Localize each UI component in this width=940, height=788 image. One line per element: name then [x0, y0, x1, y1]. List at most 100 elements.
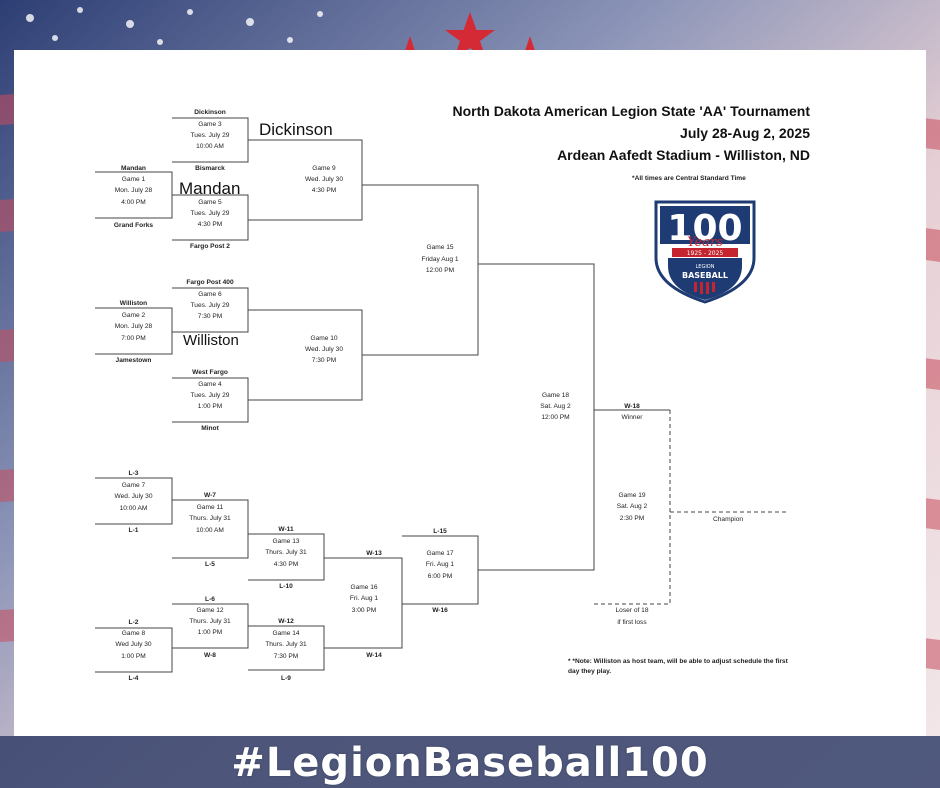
game18-date: Sat. Aug 2: [540, 403, 571, 410]
if-first-loss-label: if first loss: [617, 619, 647, 626]
game17-bottom-team: W-16: [432, 607, 448, 614]
game1-top-team: Mandan: [121, 165, 146, 172]
game1-time: 4:00 PM: [121, 199, 146, 206]
game16-time: 3:00 PM: [351, 607, 377, 614]
game18-name: Game 18: [541, 392, 570, 399]
game6-date: Tues. July 29: [190, 302, 230, 309]
game4-date: Tues. July 29: [190, 392, 230, 399]
game7-date: Wed. July 30: [114, 493, 153, 500]
game7-bottom-team: L-1: [128, 527, 139, 534]
time-note: *All times are Central Standard Time: [632, 175, 746, 182]
game2-bottom-team: Jamestown: [115, 357, 152, 364]
game12-bottom-team: W-8: [204, 652, 216, 659]
logo-baseball: BASEBALL: [682, 271, 728, 280]
game11-name: Game 11: [196, 504, 224, 511]
logo-legion: LEGION: [696, 264, 715, 270]
game9-time: 4:30 PM: [311, 187, 337, 194]
game10-time: 7:30 PM: [311, 357, 337, 364]
game19-name: Game 19: [618, 492, 646, 499]
game15-date: Friday Aug 1: [421, 256, 459, 263]
footnote-line1: * *Note: Williston as host team, will be…: [568, 658, 788, 665]
game1-name: Game 1: [121, 176, 146, 183]
game12-date: Thurs. July 31: [189, 618, 231, 625]
hashtag-banner: #LegionBaseball100: [231, 740, 709, 786]
game17-time: 6:00 PM: [427, 573, 453, 580]
logo-script: Years: [687, 235, 723, 250]
game1-date: Mon. July 28: [114, 187, 153, 194]
game12-name: Game 12: [196, 607, 224, 614]
game3-name: Game 3: [198, 121, 222, 128]
game6-top-team: Fargo Post 400: [186, 279, 234, 286]
logo-years: 1925 - 2025: [687, 250, 724, 257]
game7-name: Game 7: [121, 482, 146, 489]
game6-time: 7:30 PM: [197, 313, 223, 320]
game12-time: 1:00 PM: [197, 629, 223, 636]
dickinson-overlay: Dickinson: [259, 120, 333, 139]
game3-time: 10:00 AM: [196, 143, 224, 150]
game5-name: Game 5: [198, 199, 222, 206]
game2-name: Game 2: [121, 312, 146, 319]
game5-bottom-team: Fargo Post 2: [190, 243, 230, 250]
champion-label: Champion: [712, 516, 744, 523]
w18-label: W-18: [624, 403, 640, 410]
game17-top-team: L-15: [433, 528, 447, 535]
game7-top-team: L-3: [128, 470, 139, 477]
game17-name: Game 17: [426, 550, 454, 557]
game7-time: 10:00 AM: [119, 505, 148, 512]
star-icon: [445, 12, 495, 59]
footnote-line2: day they play.: [568, 668, 612, 675]
game6-name: Game 6: [198, 291, 222, 298]
game15-time: 12:00 PM: [425, 267, 455, 274]
game17-date: Fri. Aug 1: [425, 561, 455, 568]
game10-name: Game 10: [310, 335, 338, 342]
game3-top-team: Dickinson: [194, 109, 226, 116]
centennial-logo: 100 Years 1925 - 2025 LEGION BASEBALL: [654, 200, 756, 304]
tournament-title: North Dakota American Legion State 'AA' …: [452, 103, 810, 119]
logo-number: 100: [667, 208, 742, 249]
game4-name: Game 4: [198, 381, 222, 388]
mandan-overlay: Mandan: [179, 179, 241, 198]
game19-date: Sat. Aug 2: [616, 503, 648, 510]
game3-date: Tues. July 29: [190, 132, 230, 139]
game11-time: 10:00 AM: [196, 527, 224, 534]
game11-date: Thurs. July 31: [189, 515, 231, 522]
game11-top-team: W-7: [204, 492, 216, 499]
tournament-dates: July 28-Aug 2, 2025: [680, 125, 810, 141]
game16-date: Fri. Aug 1: [349, 595, 379, 602]
game16-name: Game 16: [350, 584, 378, 591]
game9-name: Game 9: [312, 165, 336, 172]
game16-bottom-team: W-14: [366, 652, 382, 659]
williston-overlay: Williston: [183, 332, 239, 349]
game5-time: 4:30 PM: [197, 221, 223, 228]
game10-date: Wed. July 30: [305, 346, 343, 353]
game13-top-team: W-11: [278, 526, 294, 533]
tournament-venue: Ardean Aafedt Stadium - Williston, ND: [557, 147, 810, 163]
game3-bottom-team: Bismarck: [195, 165, 225, 172]
game4-bottom-team: Minot: [201, 425, 219, 432]
game8-bottom-team: L-4: [128, 675, 139, 682]
game4-top-team: West Fargo: [192, 369, 228, 376]
game12-top-team: L-6: [205, 596, 215, 603]
game4-time: 1:00 PM: [197, 403, 223, 410]
game2-top-team: Williston: [119, 300, 148, 307]
game2-date: Mon. July 28: [114, 323, 153, 330]
game14-name: Game 14: [272, 630, 300, 637]
game14-date: Thurs. July 31: [265, 641, 307, 648]
game19-time: 2:30 PM: [619, 515, 645, 522]
game8-time: 1:00 PM: [121, 653, 146, 660]
bracket-card: [14, 50, 926, 736]
loser-of-18-label: Loser of 18: [615, 607, 649, 614]
game14-top-team: W-12: [278, 618, 294, 625]
game13-bottom-team: L-10: [279, 583, 293, 590]
game13-time: 4:30 PM: [273, 561, 299, 568]
game13-date: Thurs. July 31: [265, 549, 307, 556]
game8-date: Wed July 30: [115, 641, 152, 648]
game2-time: 7:00 PM: [121, 335, 146, 342]
game15-name: Game 15: [426, 244, 454, 251]
game8-top-team: L-2: [128, 619, 139, 626]
game14-bottom-team: L-9: [281, 675, 291, 682]
winner-label: Winner: [621, 414, 643, 421]
game18-time: 12:00 PM: [541, 414, 570, 421]
game14-time: 7:30 PM: [273, 653, 299, 660]
